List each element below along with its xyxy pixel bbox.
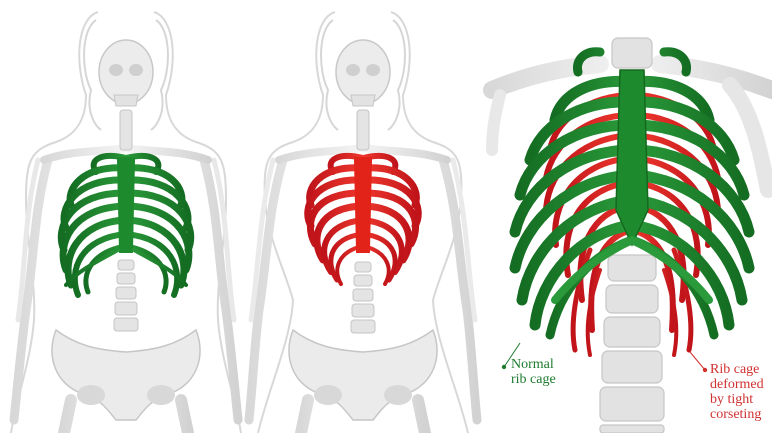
skull [99, 40, 153, 104]
deformed-rib-cage-label: Rib cage deformed by tight corseting [710, 362, 772, 422]
normal-rib-cage-label: Normal rib cage [511, 357, 556, 387]
skeleton-normal [11, 12, 241, 433]
skull [336, 40, 390, 104]
skeleton-corseted [249, 12, 477, 433]
deformed-pointer-line [690, 352, 705, 370]
sternum [616, 70, 648, 245]
